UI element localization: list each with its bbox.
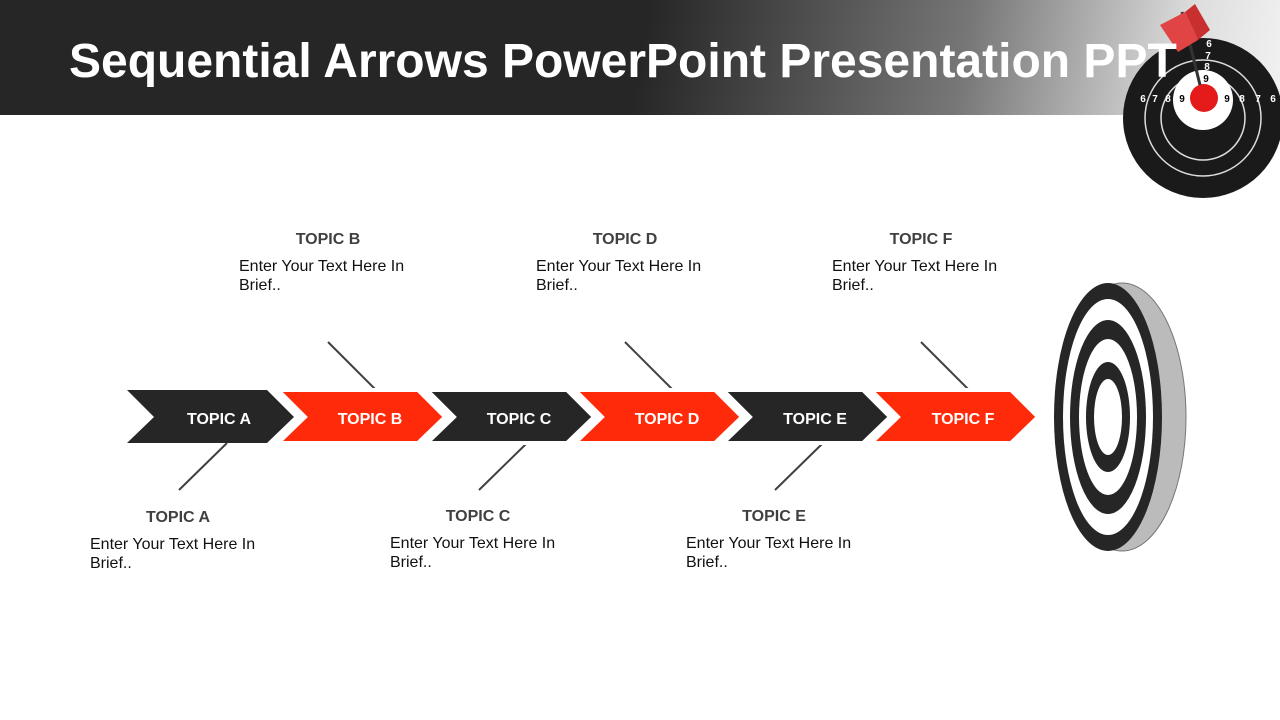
chevron-label: TOPIC E: [783, 411, 847, 428]
callout-text: Enter Your Text Here In Brief..: [239, 258, 405, 294]
svg-text:8: 8: [1165, 94, 1171, 105]
svg-text:9: 9: [1224, 94, 1230, 105]
callout-heading: TOPIC D: [592, 231, 658, 248]
svg-text:8: 8: [1239, 94, 1245, 105]
callout-text: Enter Your Text Here In Brief..: [90, 536, 256, 572]
callout-text: Enter Your Text Here In Brief..: [390, 535, 556, 571]
header-banner: [0, 0, 1280, 115]
svg-text:7: 7: [1255, 94, 1261, 105]
svg-text:9: 9: [1179, 94, 1185, 105]
chevron-label: TOPIC C: [487, 411, 552, 428]
connector-line: [774, 442, 824, 491]
connector-lines: [178, 341, 970, 491]
chevron-topic-b: [273, 388, 448, 445]
svg-text:6: 6: [1140, 94, 1146, 105]
svg-text:9: 9: [1203, 74, 1209, 85]
slide-title: Sequential Arrows PowerPoint Presentatio…: [69, 35, 1177, 88]
chevron-topic-e: [718, 388, 893, 445]
chevron-label: TOPIC D: [635, 411, 700, 428]
callout-text: Enter Your Text Here In Brief..: [832, 258, 998, 294]
callout-heading: TOPIC C: [445, 508, 511, 525]
svg-text:6: 6: [1206, 39, 1212, 50]
callout-heading: TOPIC A: [145, 509, 210, 526]
connector-line: [920, 341, 970, 391]
chevron-label: TOPIC B: [338, 411, 403, 428]
chevron-topic-c: [422, 388, 597, 445]
svg-text:7: 7: [1152, 94, 1158, 105]
chevron-arrows: TOPIC A TOPIC B TOPIC C TOPIC D TOPIC E TOPIC…: [127, 388, 1041, 445]
svg-text:6: 6: [1270, 94, 1276, 105]
svg-text:8: 8: [1204, 62, 1210, 73]
connector-line: [624, 341, 674, 391]
callout-text: Enter Your Text Here In Brief..: [686, 535, 852, 571]
callout-heading: TOPIC F: [889, 231, 953, 248]
connector-line: [478, 442, 528, 491]
connector-line: [327, 341, 377, 391]
callout-heading: TOPIC B: [295, 231, 361, 248]
callout-heading: TOPIC E: [742, 508, 806, 525]
chevron-topic-d: [570, 388, 745, 445]
chevron-label: TOPIC F: [932, 411, 995, 428]
target-icon: [1054, 282, 1187, 552]
chevron-label: TOPIC A: [187, 411, 251, 428]
svg-text:7: 7: [1205, 51, 1211, 62]
chevron-topic-a: [127, 390, 294, 443]
chevron-topic-f: [866, 388, 1041, 445]
connector-line: [178, 442, 228, 491]
callout-text: Enter Your Text Here In Brief..: [536, 258, 702, 294]
